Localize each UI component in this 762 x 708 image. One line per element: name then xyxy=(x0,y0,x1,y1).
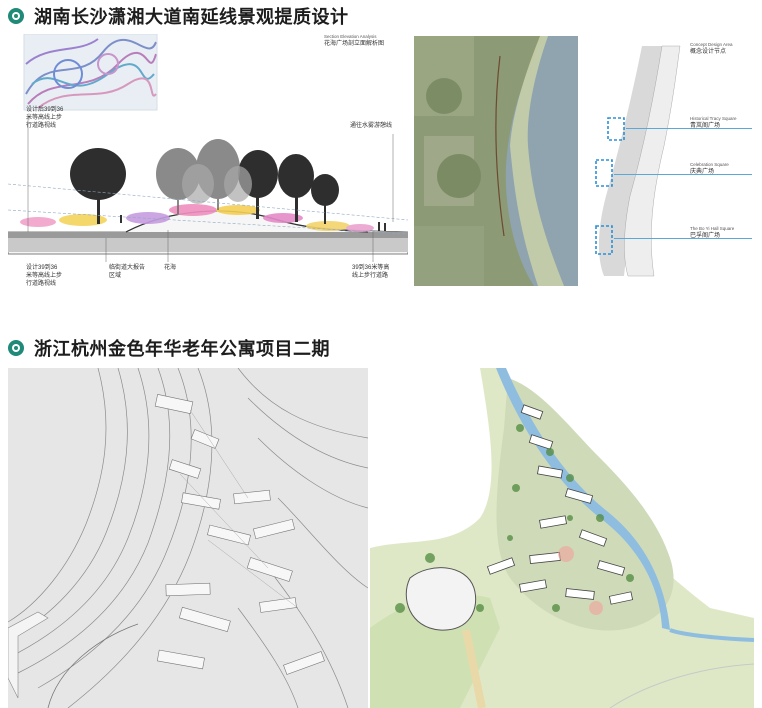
contour-massing-model xyxy=(8,368,368,708)
section-elevation-diagram: Section Elevation Analysis 花海广场剖立面解析图 设计… xyxy=(8,34,408,288)
node-2-cn: 庆典广场 xyxy=(690,169,715,175)
node-line-1 xyxy=(626,128,752,129)
section-bullet-icon xyxy=(8,8,24,24)
node-line-3 xyxy=(614,238,752,239)
node-2-en: Celebration Square xyxy=(690,162,729,167)
concept-heading-en: Concept Design Area xyxy=(690,42,733,47)
section-title-text: 湖南长沙潇湘大道南延线景观提质设计 xyxy=(34,7,349,27)
concept-site-plan-graphic xyxy=(584,36,754,286)
aerial-photo-graphic xyxy=(414,36,578,286)
concept-heading-cn: 概念设计节点 xyxy=(690,49,727,55)
section-heading-en: Section Elevation Analysis xyxy=(324,34,377,39)
section-label-top-left: 设计后39到36 米等高线上步 行道路视线 xyxy=(26,107,64,129)
colored-master-plan xyxy=(370,368,754,708)
section-title-2: 浙江杭州金色年华老年公寓项目二期 xyxy=(8,336,330,360)
section-label-right: 通往水雾游憩线 xyxy=(350,123,393,129)
concept-site-plan: Concept Design Area 概念设计节点 Historical Tr… xyxy=(584,36,754,286)
section-label-bottom-right: 39到36米等高 线上步行道路 xyxy=(352,265,390,279)
master-plan-graphic xyxy=(370,368,754,708)
contour-model-graphic xyxy=(8,368,368,708)
section-label-bottom-left: 设计39到36 米等高线上步 行道路视线 xyxy=(26,265,63,287)
node-1-en: Historical Tracy Square xyxy=(690,116,737,121)
section-title-text: 浙江杭州金色年华老年公寓项目二期 xyxy=(34,339,330,359)
section-elevation-graphic xyxy=(8,34,408,262)
aerial-photo xyxy=(414,36,578,286)
node-line-2 xyxy=(614,174,752,175)
section-title-1: 湖南长沙潇湘大道南延线景观提质设计 xyxy=(8,4,349,28)
section-bullet-icon xyxy=(8,340,24,356)
section-heading-cn: 花海广场剖立面解析图 xyxy=(324,41,385,47)
section-label-bottom-mid2: 花海 xyxy=(164,265,177,271)
node-3-cn: 巴孚阁广场 xyxy=(690,233,721,239)
node-3-en: The Bo Yi Hall Square xyxy=(690,226,735,231)
section-label-bottom-mid1: 临街道大报告 区域 xyxy=(109,265,146,279)
node-1-cn: 青岚阁广场 xyxy=(690,123,721,129)
